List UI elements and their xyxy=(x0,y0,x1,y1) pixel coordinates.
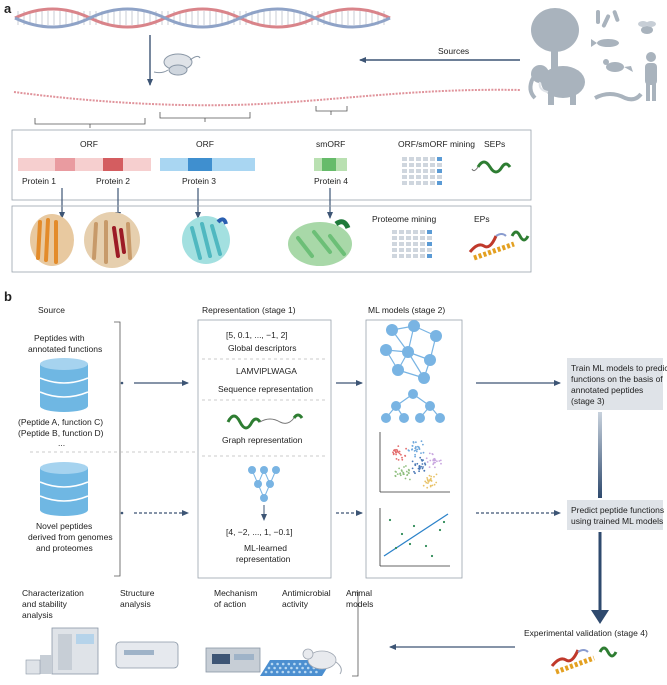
validation-label-0-0: Characterization xyxy=(22,588,84,598)
source-top-line1: Peptides with xyxy=(34,333,85,343)
protein-structure-4 xyxy=(288,219,352,266)
smorf-label: smORF xyxy=(316,139,345,149)
validation-label-1-0: Structure xyxy=(120,588,155,598)
validation-label-2-0: Mechanism xyxy=(214,588,257,598)
ribosome-icon xyxy=(153,53,201,76)
tree-icon xyxy=(531,8,579,70)
ml-learned-vector: [4, −2, ..., 1, −0.1] xyxy=(226,527,293,537)
lizard-icon xyxy=(594,92,643,102)
validation-label-0-1: and stability xyxy=(22,599,68,609)
stage3-to-predict-connector xyxy=(598,412,602,498)
ml-encoder-icon xyxy=(248,466,280,502)
stage3-line3: annotated peptides xyxy=(571,385,643,395)
global-descriptors-label: Global descriptors xyxy=(228,343,297,353)
stage3-box xyxy=(567,358,663,410)
validation-label-3-0: Antimicrobial xyxy=(282,588,331,598)
panel-a-label: a xyxy=(4,1,12,16)
ml-learned-label-2: representation xyxy=(236,554,291,564)
orf-label-1: ORF xyxy=(80,139,98,149)
sequence-representation-label: Sequence representation xyxy=(218,384,313,394)
protein-2-label: Protein 2 xyxy=(96,176,130,186)
source-top-line2: annotated functions xyxy=(28,344,102,354)
source-top-item-3: ... xyxy=(58,438,65,448)
ml-models-header: ML models (stage 2) xyxy=(368,305,445,315)
smorf-bar xyxy=(314,158,347,171)
predict-box xyxy=(567,500,663,530)
source-bottom-line3: and proteomes xyxy=(36,543,93,553)
orf-mining-grid xyxy=(402,157,442,185)
orf-bar-2 xyxy=(160,158,255,171)
orf-bar-1 xyxy=(18,158,151,171)
mrna-strand xyxy=(13,88,521,107)
orf-mining-box xyxy=(11,129,532,201)
orf-brackets xyxy=(34,106,348,128)
validated-peptide-icon xyxy=(550,646,618,675)
protein-structure-2 xyxy=(84,212,140,268)
human-icon xyxy=(645,52,657,101)
source-bracket xyxy=(114,321,121,577)
source-top-item-1: (Peptide A, function C) xyxy=(18,417,103,427)
mechanism-instrument-icon xyxy=(205,647,261,673)
stage3-line1: Train ML models to predict xyxy=(571,363,667,373)
orf-label-2: ORF xyxy=(196,139,214,149)
database-icon-bottom xyxy=(39,462,89,516)
organism-silhouettes xyxy=(528,8,657,105)
predict-line1: Predict peptide functions by xyxy=(571,505,667,515)
validation-label-3-1: activity xyxy=(282,599,309,609)
validation-label-4-1: models xyxy=(346,599,373,609)
fly-icon xyxy=(638,21,656,34)
source-top-item-2: (Peptide B, function D) xyxy=(18,428,104,438)
proteome-mining-grid xyxy=(392,230,432,258)
sequence-value: LAMVIPLWAGA xyxy=(236,366,297,376)
neural-network-icon xyxy=(380,320,442,384)
global-descriptor-vector: [5, 0.1, ..., −1, 2] xyxy=(226,330,288,340)
panel-b-label: b xyxy=(4,289,12,304)
validation-label-2-1: of action xyxy=(214,599,246,609)
decision-tree-icon xyxy=(381,389,445,423)
hplc-instrument-icon xyxy=(25,627,99,675)
source-bottom-line2: derived from genomes xyxy=(28,532,113,542)
mammoth-icon xyxy=(528,65,585,105)
spectrometer-icon xyxy=(115,641,179,669)
protein-3-label: Protein 3 xyxy=(182,176,216,186)
stage3-line4: (stage 3) xyxy=(571,396,605,406)
dna-helix xyxy=(14,7,391,29)
validation-label-1-1: analysis xyxy=(120,599,151,609)
mouse-icon xyxy=(302,648,342,675)
seps-label: SEPs xyxy=(484,139,505,149)
regression-plot-icon xyxy=(379,508,450,567)
graph-peptide-icon xyxy=(226,413,304,430)
eps-label: EPs xyxy=(474,214,490,224)
protein-arrows xyxy=(59,188,333,219)
source-header: Source xyxy=(38,305,65,315)
stage4-label: Experimental validation (stage 4) xyxy=(524,628,648,638)
orf-smorf-mining-label: ORF/smORF mining xyxy=(398,139,475,149)
validation-label-4-0: Animal xyxy=(346,588,372,598)
sep-peptide-icon xyxy=(471,160,512,174)
validation-label-0-2: analysis xyxy=(22,610,53,620)
fish-icon xyxy=(591,39,619,47)
validation-bracket xyxy=(352,591,359,677)
representation-header: Representation (stage 1) xyxy=(202,305,296,315)
representation-box xyxy=(197,319,332,579)
bird-icon xyxy=(603,59,633,72)
sources-label: Sources xyxy=(438,46,469,56)
graph-representation-label: Graph representation xyxy=(222,435,303,445)
protein-4-label: Protein 4 xyxy=(314,176,348,186)
bacteria-icon xyxy=(596,10,620,28)
stage3-line2: functions on the basis of xyxy=(571,374,663,384)
source-bottom-line1: Novel peptides xyxy=(36,521,92,531)
ml-learned-label-1: ML-learned xyxy=(244,543,287,553)
protein-1-label: Protein 1 xyxy=(22,176,56,186)
database-icon-top xyxy=(39,358,89,412)
protein-structure-1 xyxy=(30,214,74,266)
predict-line2: using trained ML models xyxy=(571,516,663,526)
proteome-mining-box xyxy=(11,205,532,273)
cluster-plot-icon xyxy=(379,432,450,493)
protein-structure-3 xyxy=(182,216,230,264)
proteome-mining-label: Proteome mining xyxy=(372,214,437,224)
ep-peptides-icon xyxy=(468,230,530,261)
